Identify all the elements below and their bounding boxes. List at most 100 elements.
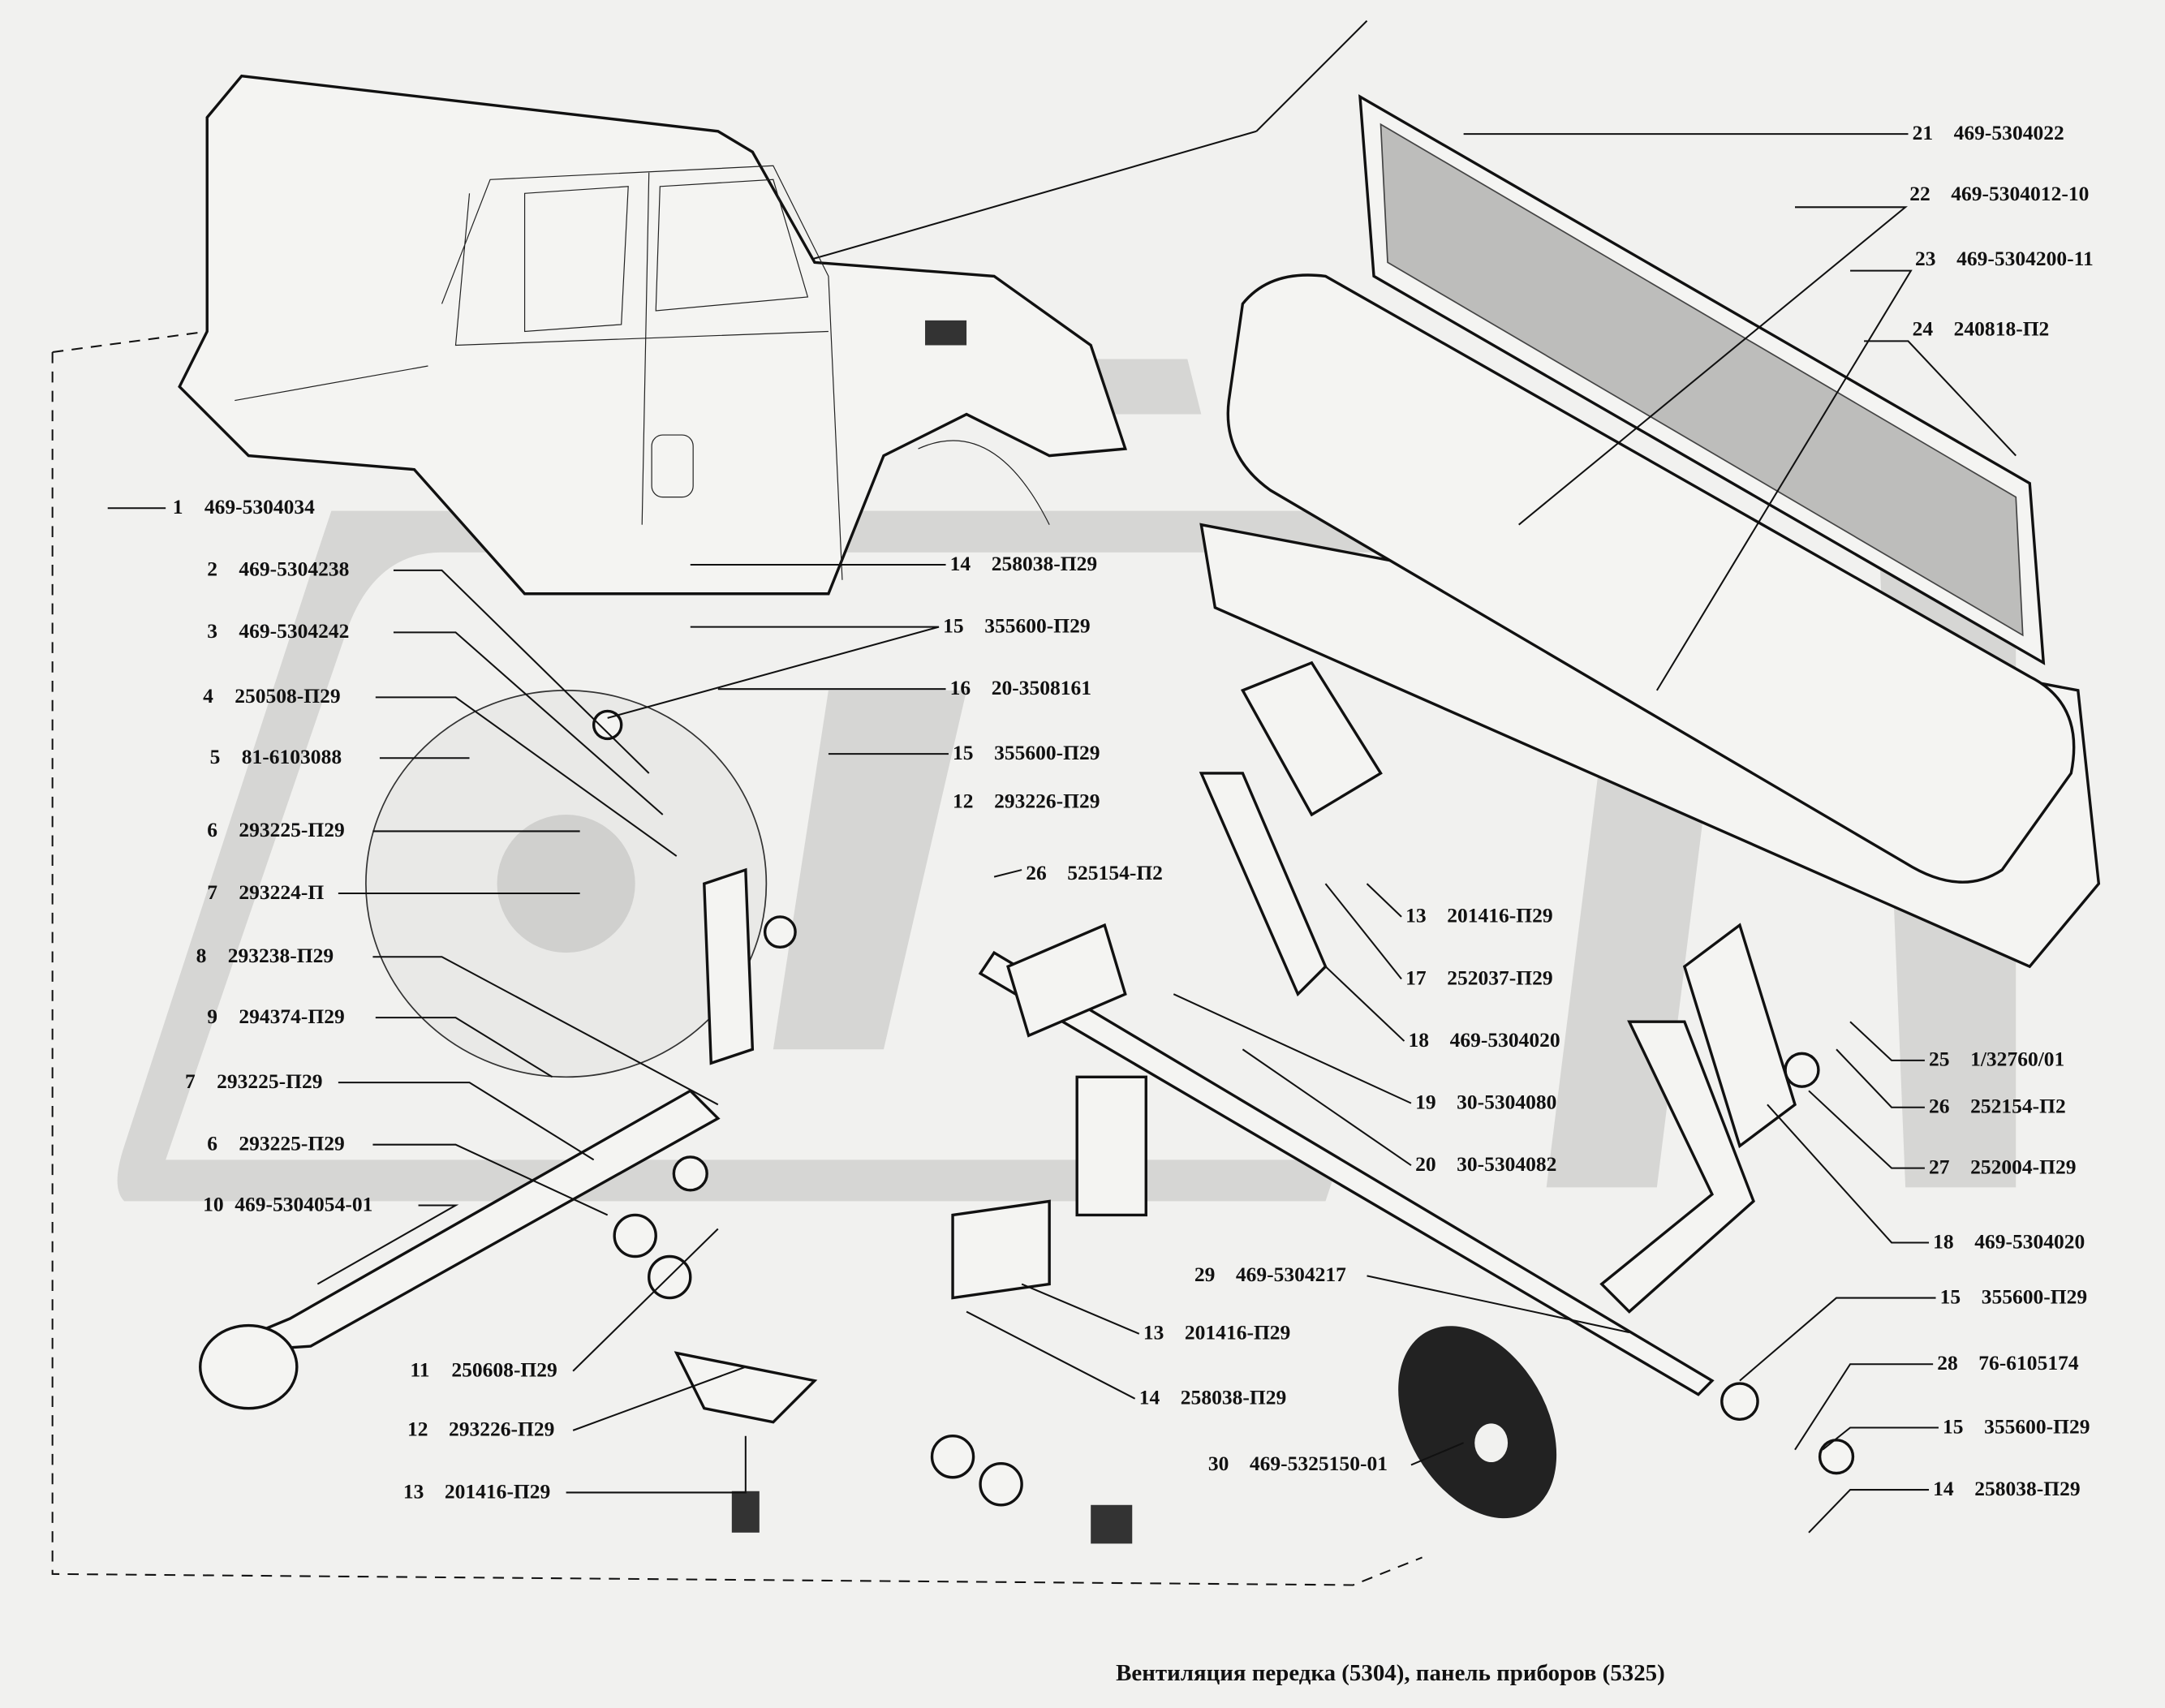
part-code: 201416-П29 (1447, 904, 1552, 927)
part-number: 20 (1415, 1152, 1436, 1176)
part-callout: 22 469-5304012-10 (1518, 182, 2089, 526)
part-code: 469-5304020 (1450, 1028, 1560, 1052)
part-callout: 3 469-5304242 (207, 619, 664, 815)
leader-line (372, 956, 719, 1106)
part-number: 21 (1913, 121, 1934, 144)
leader-line (572, 1228, 719, 1372)
part-number: 9 (207, 1005, 217, 1028)
part-number: 22 (1909, 182, 1930, 205)
part-callout: 18 469-5304020 (1324, 966, 1560, 1052)
leader-line (1366, 883, 1402, 918)
leader-line (1739, 1297, 1936, 1382)
part-code: 258038-П29 (1974, 1477, 2080, 1500)
part-number: 27 (1929, 1155, 1950, 1178)
part-number: 30 (1208, 1452, 1229, 1475)
leader-line (572, 1366, 747, 1431)
part-callout: 12 293226-П29 (953, 789, 1100, 812)
part-code: 258038-П29 (1181, 1386, 1286, 1409)
part-code: 81-6103088 (242, 745, 342, 768)
part-number: 18 (1933, 1229, 1954, 1253)
part-code: 355600-П29 (984, 613, 1090, 637)
part-code: 469-5304238 (239, 557, 349, 581)
part-number: 12 (407, 1418, 428, 1441)
part-number: 24 (1913, 317, 1934, 341)
part-number: 12 (953, 789, 974, 812)
part-number: 7 (185, 1069, 196, 1093)
part-number: 17 (1405, 966, 1427, 989)
part-code: 469-5304200-11 (1956, 247, 2094, 270)
part-number: 8 (196, 944, 207, 967)
leader-line (566, 1435, 747, 1494)
part-callout: 14 258038-П29 (1808, 1477, 2081, 1534)
part-callout: 1 469-5304034 (107, 495, 315, 518)
leader-line (1021, 1283, 1140, 1335)
part-code: 252037-П29 (1447, 966, 1552, 989)
leader-line (1794, 1363, 1934, 1451)
part-number: 1 (173, 495, 183, 518)
part-code: 469-5304217 (1236, 1263, 1346, 1286)
part-code: 525154-П2 (1067, 861, 1163, 884)
leader-line (1367, 1275, 1630, 1334)
part-code: 258038-П29 (992, 552, 1097, 575)
part-code: 293225-П29 (239, 818, 344, 841)
leader-line (1518, 206, 1908, 526)
part-code: 240818-П2 (1954, 317, 2050, 341)
leader-line (393, 569, 650, 774)
part-number: 14 (1933, 1477, 1954, 1500)
leader-line (1849, 1021, 1925, 1061)
part-number: 15 (1940, 1284, 1961, 1308)
leader-line (607, 626, 940, 719)
vent-housing (1199, 94, 2101, 969)
part-number: 10 (203, 1192, 224, 1215)
part-number: 16 (950, 676, 971, 699)
leader-line (1242, 1048, 1412, 1167)
part-code: 201416-П29 (445, 1479, 550, 1503)
leader-line (1767, 1104, 1930, 1244)
part-number: 14 (950, 552, 971, 575)
part-code: 1/32760/01 (1970, 1048, 2064, 1071)
leader-line (1655, 269, 1913, 691)
leader-line (375, 696, 678, 857)
part-code: 293226-П29 (449, 1418, 554, 1441)
part-code: 355600-П29 (994, 741, 1100, 764)
part-code: 293224-П (239, 880, 324, 904)
part-code: 20-3508161 (992, 676, 1091, 699)
diagram-title: Вентиляция передка (5304), панель прибор… (1116, 1660, 1665, 1686)
part-code: 252154-П2 (1970, 1095, 2066, 1118)
leader-line (372, 1143, 609, 1216)
part-code: 469-5304034 (204, 495, 315, 518)
part-number: 2 (207, 557, 217, 581)
part-callout: 2 469-5304238 (207, 557, 650, 774)
part-number: 13 (403, 1479, 424, 1503)
part-code: 293226-П29 (994, 789, 1100, 812)
part-callout: 23 469-5304200-11 (1655, 247, 2094, 691)
part-number: 23 (1915, 247, 1936, 270)
leader-line (338, 1082, 595, 1161)
assembly-boundary (51, 275, 1423, 1586)
part-callout: 15 355600-П29 (1822, 1414, 2090, 1451)
part-number: 3 (207, 619, 217, 643)
part-code: 469-5304242 (239, 619, 349, 643)
part-number: 18 (1409, 1028, 1430, 1052)
part-code: 293225-П29 (217, 1069, 322, 1093)
part-code: 469-5304012-10 (1951, 182, 2089, 205)
part-number: 15 (1943, 1414, 1964, 1438)
part-number: 26 (1929, 1095, 1950, 1118)
control-mechanism (199, 660, 1855, 1544)
leader-line (1324, 883, 1402, 980)
part-code: 355600-П29 (1984, 1414, 2090, 1438)
part-code: 469-5304054-01 (235, 1192, 372, 1215)
